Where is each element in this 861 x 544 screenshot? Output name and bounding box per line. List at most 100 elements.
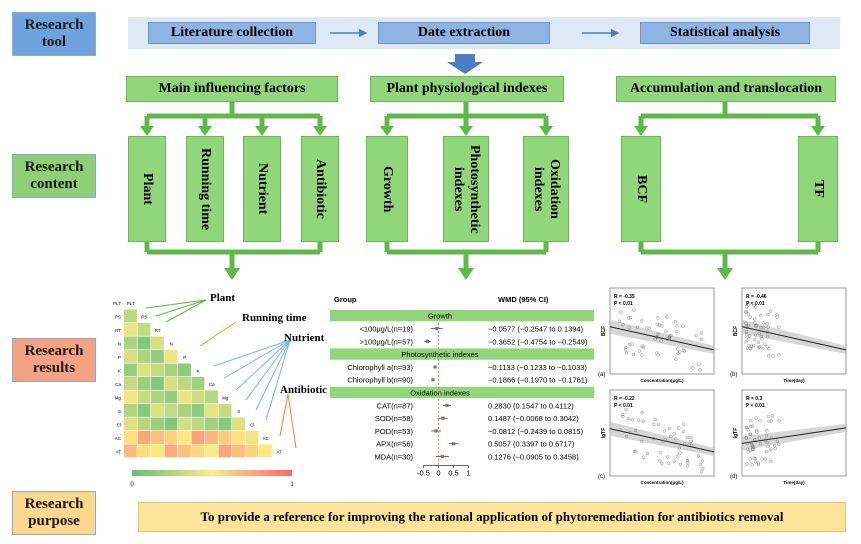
scatter-r-value: R = 0.3 [746, 396, 762, 402]
scatter-point [633, 428, 638, 433]
heatmap-cell [137, 431, 151, 444]
forest-effect-text: 0.5057 (0.3397 to 0.6717) [488, 440, 575, 449]
scatter-point [767, 354, 771, 358]
heatmap-diag-label: Ca [209, 382, 215, 387]
scatter-point [626, 416, 630, 421]
scatter-point [744, 333, 749, 337]
scatter-panel-tag: (a) [598, 372, 605, 378]
forest-row-label: Chlorophyll b(n=90) [347, 376, 413, 385]
scatter-point [756, 462, 761, 466]
scatter-point [689, 435, 693, 440]
scatter-point [699, 337, 703, 342]
scatter-point [753, 321, 757, 325]
scatter-p-value: P < 0.01 [746, 301, 765, 307]
heatmap-cell [205, 417, 218, 431]
scatter-point [765, 322, 769, 326]
tool-down-arrow [447, 54, 483, 74]
heatmap-diag-label: PLT [127, 301, 135, 306]
scatter-point [744, 309, 748, 314]
heatmap-row-label: Cl [117, 422, 121, 427]
scatter-point [623, 345, 628, 350]
scatter-point [624, 351, 629, 355]
heatmap-cell [137, 363, 151, 377]
heatmap-cell [124, 336, 137, 350]
scatter-point [655, 335, 659, 340]
heatmap-row-label: N [118, 341, 121, 346]
heatmap-cell [164, 350, 178, 363]
heatmap-cell [151, 363, 164, 377]
heatmap-diag-label: RT [155, 328, 161, 333]
callout-antibiotic: Antibiotic [280, 384, 328, 396]
scatter-ylabel: BCF [733, 326, 739, 336]
scatter-point [681, 324, 685, 328]
scatter-point [767, 414, 771, 418]
heatmap-row-label: AC [115, 436, 122, 441]
forest-point [452, 442, 456, 446]
title-influencing-factors: Main influencing factors [126, 76, 338, 102]
scatter-fit-line [609, 326, 715, 351]
scatter-point [685, 458, 690, 463]
tree-accumulation-heads [634, 126, 825, 280]
heatmap-cell [124, 377, 137, 390]
scatter-point [642, 455, 646, 459]
scatter-point [765, 345, 769, 349]
forest-point [435, 326, 439, 331]
scatter-point [746, 428, 750, 432]
scatter-point [691, 366, 695, 370]
scatter-point [689, 443, 694, 447]
heatmap-cell [178, 390, 191, 404]
scatter-point [672, 432, 676, 436]
scatter-point [756, 340, 760, 345]
scatter-ci-band [610, 421, 714, 456]
scatter-point [658, 459, 662, 463]
scatter-xlabel: Concentration(μg/L) [641, 378, 684, 383]
scatter-point [751, 344, 756, 348]
heatmap-cell [205, 431, 218, 444]
scatter-point [645, 451, 650, 456]
scatter-point [634, 449, 638, 454]
scatter-point [752, 456, 756, 460]
scatter-point [744, 310, 748, 315]
scatter-point [694, 333, 698, 338]
scatter-point [689, 439, 693, 443]
scatter-point [769, 419, 773, 423]
scatter-point [758, 419, 762, 423]
heatmap-cell [151, 336, 164, 350]
heatmap-callouts [145, 299, 297, 449]
scatter-point [753, 456, 758, 461]
scatter-point [662, 429, 666, 433]
scatter-point [769, 309, 773, 313]
scatter-point [761, 346, 765, 351]
forest-row-label: <100μg/L(n=19) [359, 325, 413, 334]
heatmap-cell [124, 390, 137, 404]
heatmap-color-scale [132, 470, 292, 476]
heatmap-cell [164, 431, 178, 444]
scatter-point [744, 330, 749, 334]
scatter-point [617, 319, 622, 323]
scatter-point [624, 348, 628, 352]
scatter-point [748, 457, 752, 461]
heatmap-row-label: AT [116, 449, 122, 454]
scatter-point [640, 439, 644, 444]
tool-date-extraction: Date extraction [378, 22, 550, 44]
scatter-point [666, 455, 670, 459]
item-bcf: BCF [621, 136, 661, 242]
heatmap-row-label: Ca [115, 382, 121, 387]
scatter-point [764, 449, 769, 454]
forest-row-label: CAT(n=87) [377, 401, 414, 410]
forest-section-band [330, 310, 594, 322]
scatter-point [683, 442, 687, 446]
scatter-point [663, 438, 667, 442]
scatter-root: R = -0.35P < 0.01BCFConcentration(μg/L)(… [598, 287, 847, 485]
scatter-point [682, 422, 686, 426]
heatmap-cell [218, 404, 232, 417]
scatter-point [744, 436, 748, 440]
heatmap-cell [178, 404, 191, 417]
scatter-point [746, 323, 751, 328]
scatter-point [755, 430, 759, 434]
heatmap-row-label: Mg [115, 395, 122, 400]
scatter-point [667, 461, 671, 465]
scatter-point [762, 325, 766, 330]
